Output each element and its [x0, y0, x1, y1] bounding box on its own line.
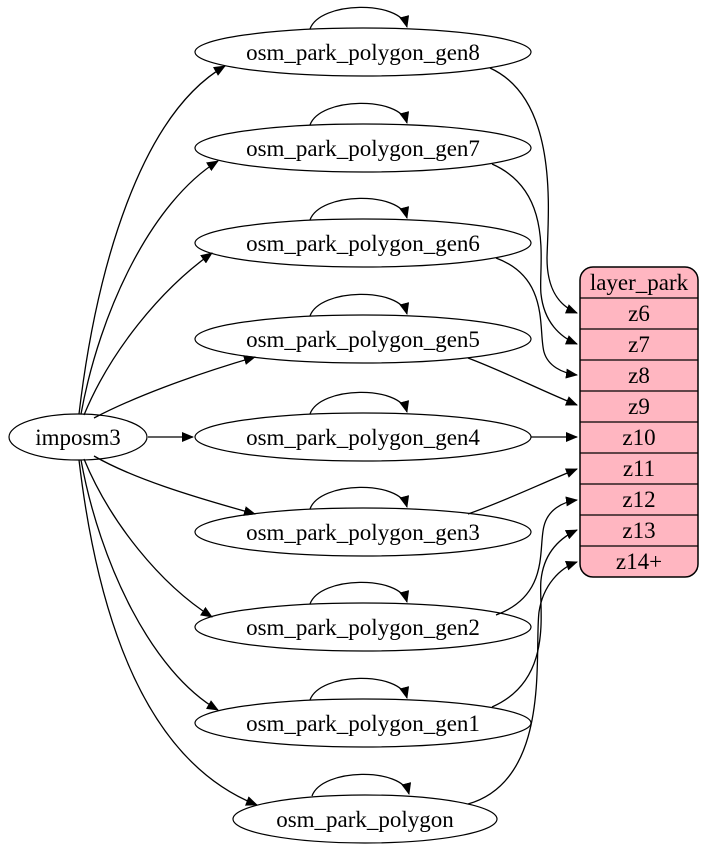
self-loop-gen3: [309, 486, 410, 510]
node-osm-park-polygon-gen6: osm_park_polygon_gen6: [194, 218, 532, 268]
node-layer-park: layer_park z6 z7 z8 z9 z10 z11 z12 z13 z…: [579, 266, 699, 578]
node-osm-park-polygon-gen3: osm_park_polygon_gen3: [194, 507, 532, 557]
edge-imposm3-to-gen5: [93, 355, 256, 419]
edge-imposm3-to-gen8: [78, 65, 226, 415]
edge-gen6-to-z8: [495, 257, 578, 379]
gen7-ellipse: [194, 123, 532, 173]
edge-gen8-to-z6: [489, 67, 578, 314]
self-loop-polygon: [311, 773, 412, 797]
edge-gen5-to-z9: [467, 357, 578, 406]
node-osm-park-polygon-gen4: osm_park_polygon_gen4: [194, 412, 532, 462]
edge-imposm3-to-gen2: [83, 458, 213, 618]
edge-imposm3-to-gen7: [80, 160, 219, 415]
node-label: osm_park_polygon: [276, 807, 454, 832]
edge-polygon-to-z14plus: [467, 560, 578, 805]
node-label: osm_park_polygon_gen8: [246, 40, 480, 65]
edges-to-layer-park: [467, 67, 578, 805]
record-row-z13: z13: [622, 518, 655, 543]
node-label: osm_park_polygon_gen5: [246, 327, 480, 352]
record-title: layer_park: [590, 270, 689, 295]
record-row-z10: z10: [622, 425, 655, 450]
edge-imposm3-to-gen1: [80, 459, 219, 711]
self-loop-gen1: [309, 677, 410, 701]
node-osm-park-polygon-gen7: osm_park_polygon_gen7: [194, 123, 532, 173]
node-label: osm_park_polygon_gen2: [246, 615, 480, 640]
node-label: osm_park_polygon_gen7: [246, 136, 480, 161]
node-osm-park-polygon-gen1: osm_park_polygon_gen1: [194, 698, 532, 748]
node-label: osm_park_polygon_gen6: [246, 231, 480, 256]
edge-imposm3-to-gen6: [83, 252, 213, 416]
self-loop-gen5: [309, 293, 410, 317]
record-row-z11: z11: [623, 456, 655, 481]
node-label: osm_park_polygon_gen1: [246, 711, 480, 736]
record-row-z7: z7: [628, 332, 650, 357]
self-loop-gen6: [309, 197, 410, 221]
edge-imposm3-to-polygon: [78, 459, 258, 806]
node-label: osm_park_polygon_gen3: [246, 520, 480, 545]
polygon-ellipse: [232, 794, 498, 844]
record-row-z12: z12: [622, 487, 655, 512]
gen2-ellipse: [194, 602, 532, 652]
record-row-z8: z8: [628, 363, 650, 388]
node-osm-park-polygon-gen8: osm_park_polygon_gen8: [194, 27, 532, 77]
node-label: osm_park_polygon_gen4: [246, 425, 480, 450]
edge-gen7-to-z7: [491, 163, 578, 345]
gen5-ellipse: [194, 314, 532, 364]
edges-imposm3-fan: [78, 65, 258, 806]
edges-self-loops: [309, 6, 412, 797]
node-osm-park-polygon: osm_park_polygon: [232, 794, 498, 844]
record-row-z6: z6: [628, 301, 650, 326]
edge-gen2-to-z12: [495, 496, 578, 616]
self-loop-gen8: [309, 6, 410, 30]
node-imposm3: imposm3: [8, 413, 148, 461]
record-row-z9: z9: [628, 394, 650, 419]
imposm3-ellipse: [8, 413, 148, 461]
edge-imposm3-to-gen3: [93, 455, 256, 516]
self-loop-gen4: [309, 391, 410, 415]
edge-gen1-to-z13: [491, 529, 578, 708]
gen3-ellipse: [194, 507, 532, 557]
edge-gen3-to-z11: [467, 468, 578, 515]
node-osm-park-polygon-gen5: osm_park_polygon_gen5: [194, 314, 532, 364]
gen6-ellipse: [194, 218, 532, 268]
self-loop-gen7: [309, 102, 410, 126]
self-loop-gen2: [309, 581, 410, 605]
gen8-ellipse: [194, 27, 532, 77]
node-label: imposm3: [35, 425, 121, 450]
record-row-z14plus: z14+: [616, 549, 662, 574]
node-osm-park-polygon-gen2: osm_park_polygon_gen2: [194, 602, 532, 652]
